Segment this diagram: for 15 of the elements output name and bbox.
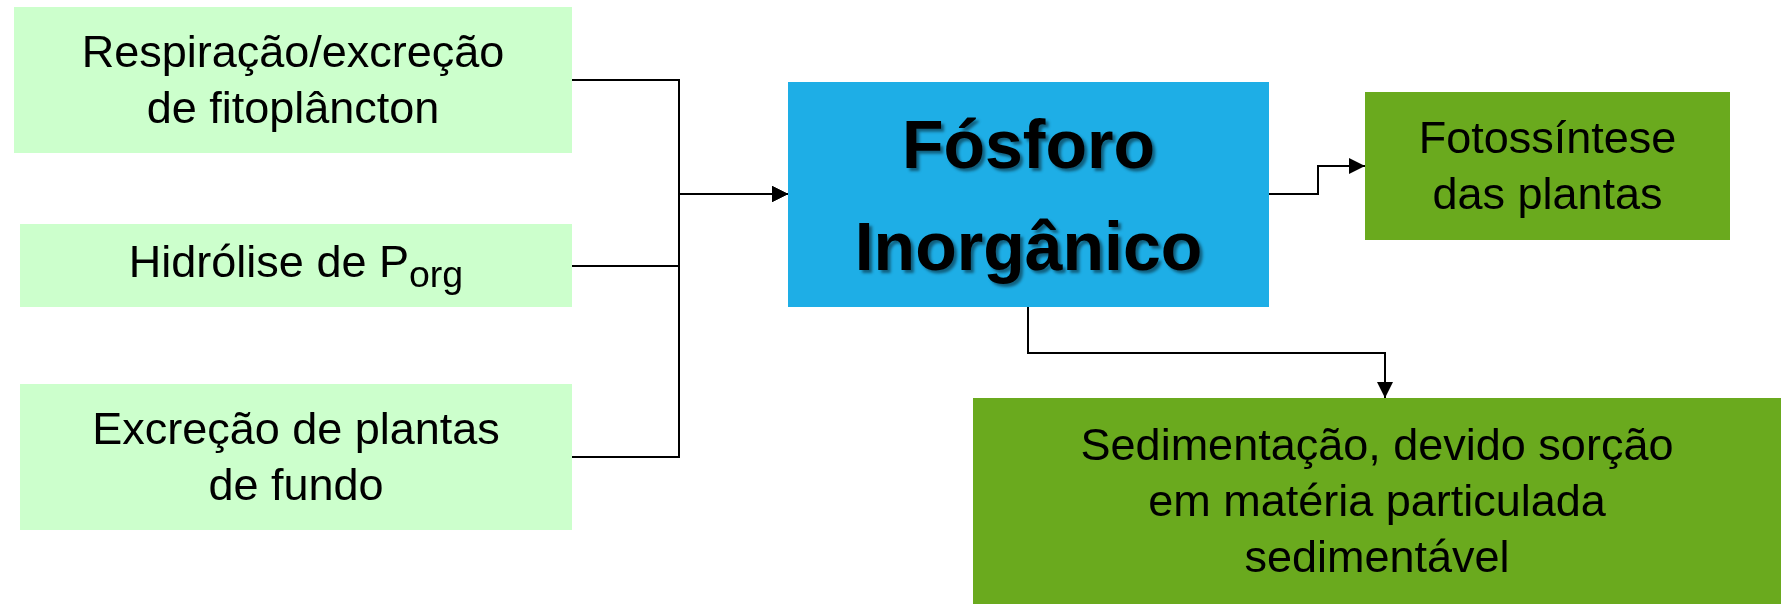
arrow — [571, 186, 789, 458]
process-box — [973, 398, 1781, 604]
process-box — [20, 384, 572, 530]
process-box — [788, 82, 1269, 307]
box-label: Respiração/excreção de fitoplâncton — [80, 24, 506, 135]
box-label: Fósforo Inorgânico — [853, 104, 1204, 286]
arrow — [1027, 306, 1393, 399]
process-box — [14, 7, 572, 153]
process-box — [1365, 92, 1730, 240]
box-label: Hidrólise de P$_{org}$ — [128, 234, 464, 297]
arrow — [1268, 158, 1366, 195]
box-label: Excreção de plantas de fundo — [91, 401, 501, 512]
box-label: Fotossíntese das plantas — [1417, 110, 1678, 221]
process-box — [20, 224, 572, 307]
box-label: Sedimentação, devido sorção em matéria particulada sedimentável — [1079, 417, 1675, 585]
